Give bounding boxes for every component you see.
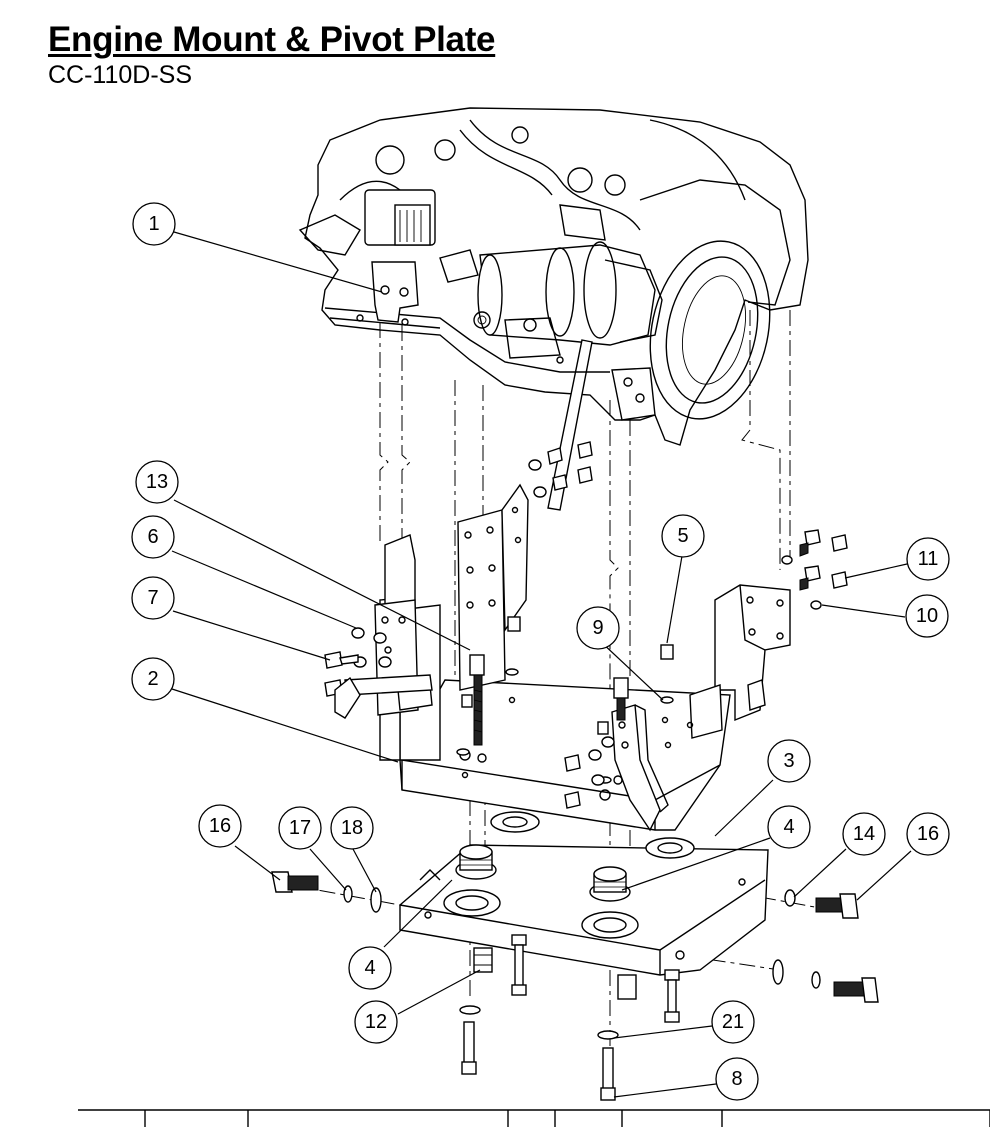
callout-16-left: 16 — [198, 804, 242, 848]
callout-21: 21 — [711, 1000, 755, 1044]
callout-label: 13 — [146, 471, 168, 493]
callout-4-right: 4 — [767, 805, 811, 849]
callout-13: 13 — [135, 460, 179, 504]
callout-17: 17 — [278, 806, 322, 850]
callout-9: 9 — [576, 606, 620, 650]
callout-18: 18 — [330, 806, 374, 850]
callout-16-right: 16 — [906, 812, 950, 856]
lower-fasteners — [271, 871, 879, 1101]
page-title: Engine Mount & Pivot Plate — [48, 20, 496, 59]
callout-label: 4 — [364, 957, 375, 979]
callout-label: 17 — [289, 817, 311, 839]
callout-12: 12 — [354, 1000, 398, 1044]
callout-label: 11 — [918, 548, 939, 570]
fasteners — [324, 441, 848, 809]
title-block-border — [78, 1109, 990, 1127]
callout-7: 7 — [131, 576, 175, 620]
callout-8: 8 — [715, 1057, 759, 1101]
pivot-plate — [399, 811, 769, 976]
callout-11: 11 — [906, 537, 950, 581]
callout-label: 1 — [148, 213, 159, 235]
callout-label: 2 — [147, 668, 158, 690]
callout-label: 10 — [916, 605, 938, 627]
mount-bracket — [374, 483, 791, 832]
callout-1: 1 — [132, 202, 176, 246]
callout-4-left: 4 — [348, 946, 392, 990]
model-number: CC-110D-SS — [48, 61, 193, 89]
callout-label: 21 — [722, 1011, 744, 1033]
callout-label: 14 — [853, 823, 875, 845]
callout-label: 18 — [341, 817, 363, 839]
callout-label: 6 — [147, 526, 158, 548]
callout-10: 10 — [905, 594, 949, 638]
callout-5: 5 — [661, 514, 705, 558]
callout-label: 7 — [147, 587, 158, 609]
callout-label: 4 — [783, 816, 794, 838]
callout-label: 16 — [917, 823, 939, 845]
callout-3: 3 — [767, 739, 811, 783]
callout-label: 5 — [677, 525, 688, 547]
callout-14: 14 — [842, 812, 886, 856]
callout-2: 2 — [131, 657, 175, 701]
leader-lines — [171, 231, 912, 1098]
callout-label: 8 — [731, 1068, 742, 1090]
callout-label: 16 — [209, 815, 231, 837]
callout-label: 12 — [365, 1011, 387, 1033]
callout-label: 3 — [783, 750, 794, 772]
callout-label: 9 — [592, 617, 603, 639]
callout-6: 6 — [131, 515, 175, 559]
engine-assembly — [298, 107, 809, 511]
